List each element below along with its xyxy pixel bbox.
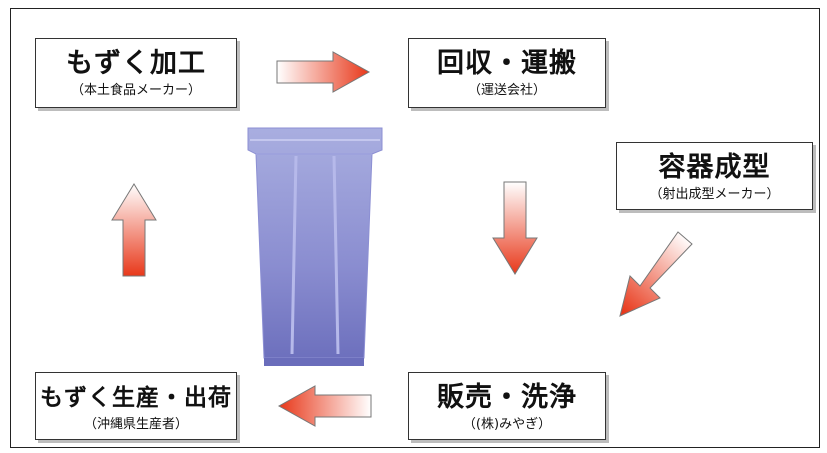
step-title: 回収・運搬 <box>437 48 577 79</box>
step-sales-washing: 販売・洗浄 （(株)みやぎ） <box>408 372 606 440</box>
arrow-down-left-icon <box>619 231 693 317</box>
step-title: 容器成型 <box>658 152 771 183</box>
step-title: もずく加工 <box>66 48 206 79</box>
arrow-left-icon <box>277 385 372 427</box>
step-subtitle: （本土食品メーカー） <box>70 83 201 98</box>
step-title: 販売・洗浄 <box>437 382 577 413</box>
arrow-down-icon <box>492 181 538 275</box>
step-subtitle: （射出成型メーカー） <box>649 187 780 202</box>
step-collection-transport: 回収・運搬 （運送会社） <box>408 38 606 108</box>
step-container-molding: 容器成型 （射出成型メーカー） <box>616 142 813 210</box>
step-production-shipping: もずく生産・出荷 （沖縄県生産者） <box>35 372 237 440</box>
step-mozuku-processing: もずく加工 （本土食品メーカー） <box>35 38 237 108</box>
arrow-right-icon <box>276 51 371 93</box>
step-subtitle: （沖縄県生産者） <box>83 417 188 432</box>
step-subtitle: （(株)みやぎ） <box>462 417 552 432</box>
plastic-container-icon <box>247 127 383 366</box>
arrow-up-icon <box>111 183 157 277</box>
step-title: もずく生産・出荷 <box>40 385 232 411</box>
step-subtitle: （運送会社） <box>467 83 546 98</box>
